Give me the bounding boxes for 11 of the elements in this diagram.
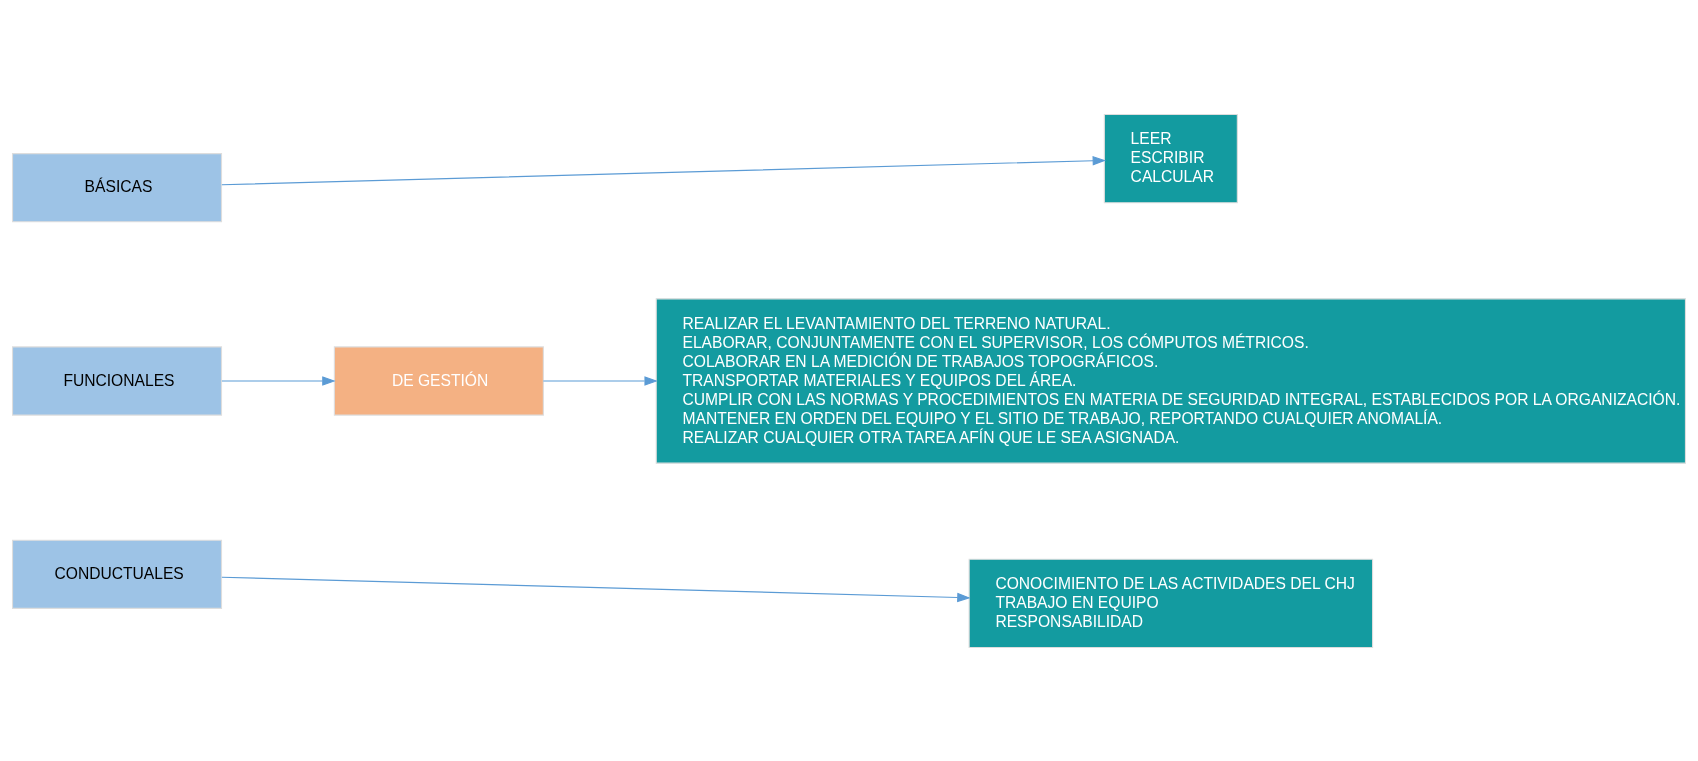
node-box: FUNCIONALES bbox=[11, 345, 223, 416]
node-box: CONOCIMIENTO DE LAS ACTIVIDADES DEL CHJ TRABAJO EN EQUIPO RESPONSABILIDAD bbox=[968, 558, 1374, 648]
node-box: REALIZAR EL LEVANTAMIENTO DEL TERRENO NATURAL. ELABORAR, CONJUNTAMENTE CON EL SUPERVISOR, LOS CÓMPUTOS MÉTRICOS. COLABORAR EN LA MEDICIÓN DE TRABAJOS TOPOGRÁFICOS. TRANSPORTAR MATERIALES Y EQUIPOS DEL ÁREA. CUMPLIR CON LAS NORMAS Y PROCEDIMIENTOS EN MATERIA DE SEGURIDAD INTEGRAL, ESTABLECIDOS POR LA ORGANIZACIÓN. MANTENER EN ORDEN DEL EQUIPO Y EL SITIO DE TRABAJO, REPORTANDO CUALQUIER ANOMALÍA. REALIZAR CUALQUIER OTRA TAREA AFÍN QUE LE SEA ASIGNADA. bbox=[655, 297, 1687, 464]
arrow bbox=[542, 375, 658, 386]
node-box: BÁSICAS bbox=[11, 152, 223, 222]
node-box: LEER ESCRIBIR CALCULAR bbox=[1103, 113, 1238, 203]
node-box: DE GESTIÓN bbox=[333, 345, 544, 416]
node-box: CONDUCTUALES bbox=[11, 539, 223, 609]
arrow bbox=[221, 375, 336, 386]
arrow bbox=[221, 576, 971, 602]
arrow bbox=[221, 155, 1107, 185]
